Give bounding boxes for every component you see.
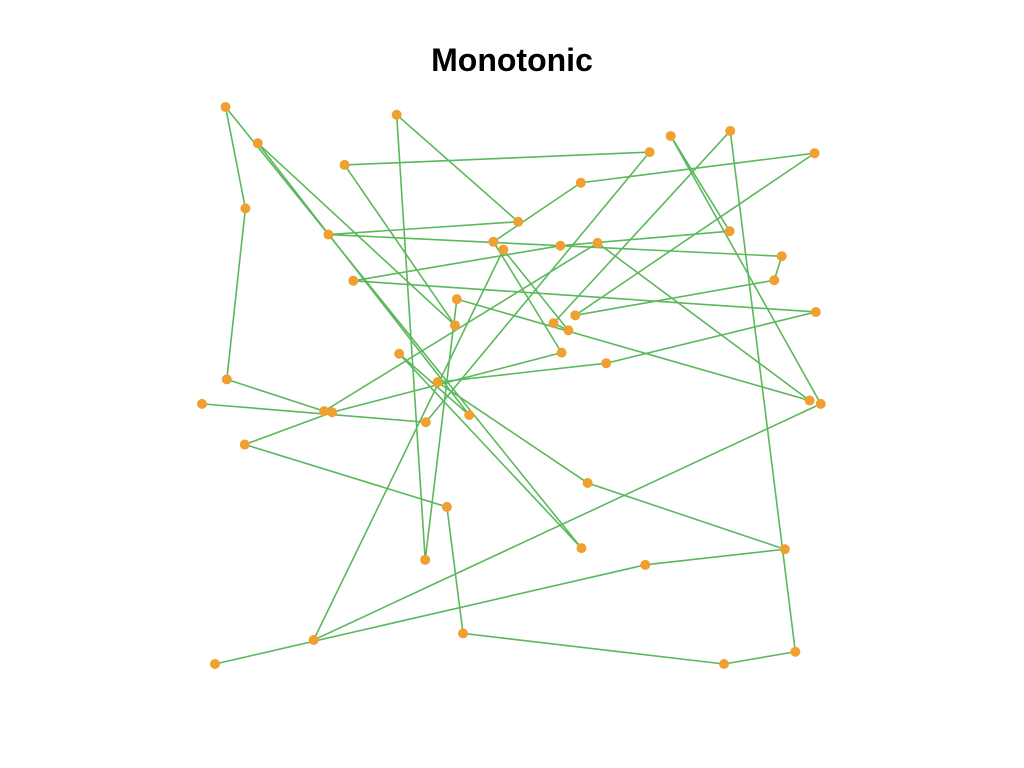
series-0-segment-7 bbox=[352, 244, 562, 282]
series-0-segment-34 bbox=[456, 298, 811, 402]
series-0-segment-6 bbox=[352, 279, 817, 313]
series-0-point-39 bbox=[240, 203, 251, 214]
series-0-segment-40 bbox=[224, 106, 583, 549]
series-0-segment-16 bbox=[729, 130, 797, 653]
series-0-point-19 bbox=[458, 628, 469, 639]
series-0-segment-35 bbox=[596, 242, 811, 402]
series-0-segment-23 bbox=[492, 240, 563, 354]
series-0-segment-31 bbox=[395, 113, 520, 223]
series-0-point-27 bbox=[570, 310, 581, 321]
series-0-point-35 bbox=[804, 395, 815, 406]
series-0-point-37 bbox=[319, 406, 330, 417]
series-0-point-10 bbox=[665, 130, 676, 141]
series-0-segment-18 bbox=[462, 632, 725, 665]
series-0-segment-10 bbox=[669, 135, 822, 405]
series-0-segment-12 bbox=[312, 248, 505, 641]
series-0-segment-47 bbox=[425, 151, 651, 424]
series-0-segment-38 bbox=[226, 207, 247, 381]
series-0-point-14 bbox=[563, 325, 574, 336]
series-0-point-34 bbox=[451, 294, 462, 305]
series-0-segment-46 bbox=[343, 151, 651, 166]
series-0-segment-24 bbox=[492, 181, 582, 243]
series-0-point-13 bbox=[498, 244, 509, 255]
series-0-point-8 bbox=[555, 240, 566, 251]
series-0-segment-39 bbox=[224, 106, 247, 210]
series-0-point-22 bbox=[327, 407, 338, 418]
series-0-segment-29 bbox=[327, 233, 783, 258]
series-0-point-30 bbox=[323, 229, 334, 240]
series-0-segment-2 bbox=[586, 482, 786, 551]
series-0-point-16 bbox=[725, 125, 736, 136]
series-0-segment-48 bbox=[201, 403, 427, 424]
chart-title: Monotonic bbox=[431, 42, 593, 78]
series-0-point-43 bbox=[464, 410, 475, 421]
series-0-point-1 bbox=[640, 559, 651, 570]
series-0-point-46 bbox=[339, 159, 350, 170]
series-0-point-23 bbox=[556, 347, 567, 358]
series-0-point-24 bbox=[488, 236, 499, 247]
series-0-segment-43 bbox=[256, 142, 471, 416]
series-0-point-20 bbox=[441, 501, 452, 512]
series-0-point-33 bbox=[420, 554, 431, 565]
series-0-segment-25 bbox=[580, 152, 816, 184]
series-0-point-32 bbox=[391, 109, 402, 120]
series-0-segment-9 bbox=[669, 135, 731, 233]
series-0-point-41 bbox=[576, 543, 587, 554]
series-0-segment-3 bbox=[436, 381, 589, 484]
series-0-segment-1 bbox=[644, 548, 786, 566]
series-0-point-31 bbox=[513, 216, 524, 227]
series-0-segment-15 bbox=[552, 130, 732, 324]
series-0-point-45 bbox=[449, 320, 460, 331]
series-0-point-40 bbox=[220, 102, 231, 112]
series-0-segment-37 bbox=[226, 378, 325, 412]
series-0-segment-17 bbox=[723, 650, 797, 665]
series-0-point-42 bbox=[394, 348, 405, 359]
series-0-point-29 bbox=[776, 251, 787, 262]
series-lines bbox=[201, 106, 822, 665]
series-0-point-9 bbox=[724, 226, 735, 237]
series-0-point-15 bbox=[548, 318, 559, 329]
series-0-segment-8 bbox=[559, 230, 731, 247]
series-0-segment-30 bbox=[327, 220, 520, 236]
series-0-segment-27 bbox=[574, 279, 776, 317]
series-0-point-0 bbox=[210, 659, 221, 669]
series-0-segment-44 bbox=[256, 142, 456, 327]
series-0-point-28 bbox=[769, 275, 780, 286]
series-0-segment-0 bbox=[214, 564, 647, 665]
series-0-point-26 bbox=[809, 148, 820, 159]
series-0-point-7 bbox=[348, 275, 359, 286]
series-0-point-48 bbox=[420, 417, 431, 428]
series-0-point-6 bbox=[810, 306, 821, 317]
series-0-point-11 bbox=[815, 398, 826, 409]
series-0-segment-5 bbox=[605, 311, 817, 365]
series-0-point-25 bbox=[575, 177, 586, 188]
series-0-point-12 bbox=[308, 635, 319, 646]
series-0-point-2 bbox=[779, 544, 790, 555]
series-0-segment-21 bbox=[243, 411, 334, 446]
series-0-point-18 bbox=[719, 659, 730, 669]
series-0-segment-19 bbox=[446, 506, 464, 635]
series-0-point-17 bbox=[790, 646, 801, 657]
series-0-segment-33 bbox=[424, 298, 458, 561]
series-0-segment-41 bbox=[398, 352, 583, 549]
series-0-segment-4 bbox=[436, 362, 608, 383]
series-0-point-4 bbox=[432, 377, 443, 388]
series-0-segment-11 bbox=[312, 403, 822, 641]
series-0-point-47 bbox=[644, 147, 655, 158]
series-0-point-44 bbox=[252, 138, 263, 149]
series-0-point-5 bbox=[601, 358, 612, 369]
series-0-point-21 bbox=[239, 439, 250, 450]
series-0-segment-26 bbox=[574, 152, 816, 317]
series-points bbox=[197, 102, 826, 669]
series-0-point-3 bbox=[582, 477, 593, 488]
series-0-segment-20 bbox=[243, 443, 448, 508]
series-0-point-36 bbox=[592, 237, 603, 248]
series-0-segment-45 bbox=[343, 164, 456, 327]
series-0-point-49 bbox=[197, 398, 207, 409]
series-0-point-38 bbox=[221, 374, 232, 385]
